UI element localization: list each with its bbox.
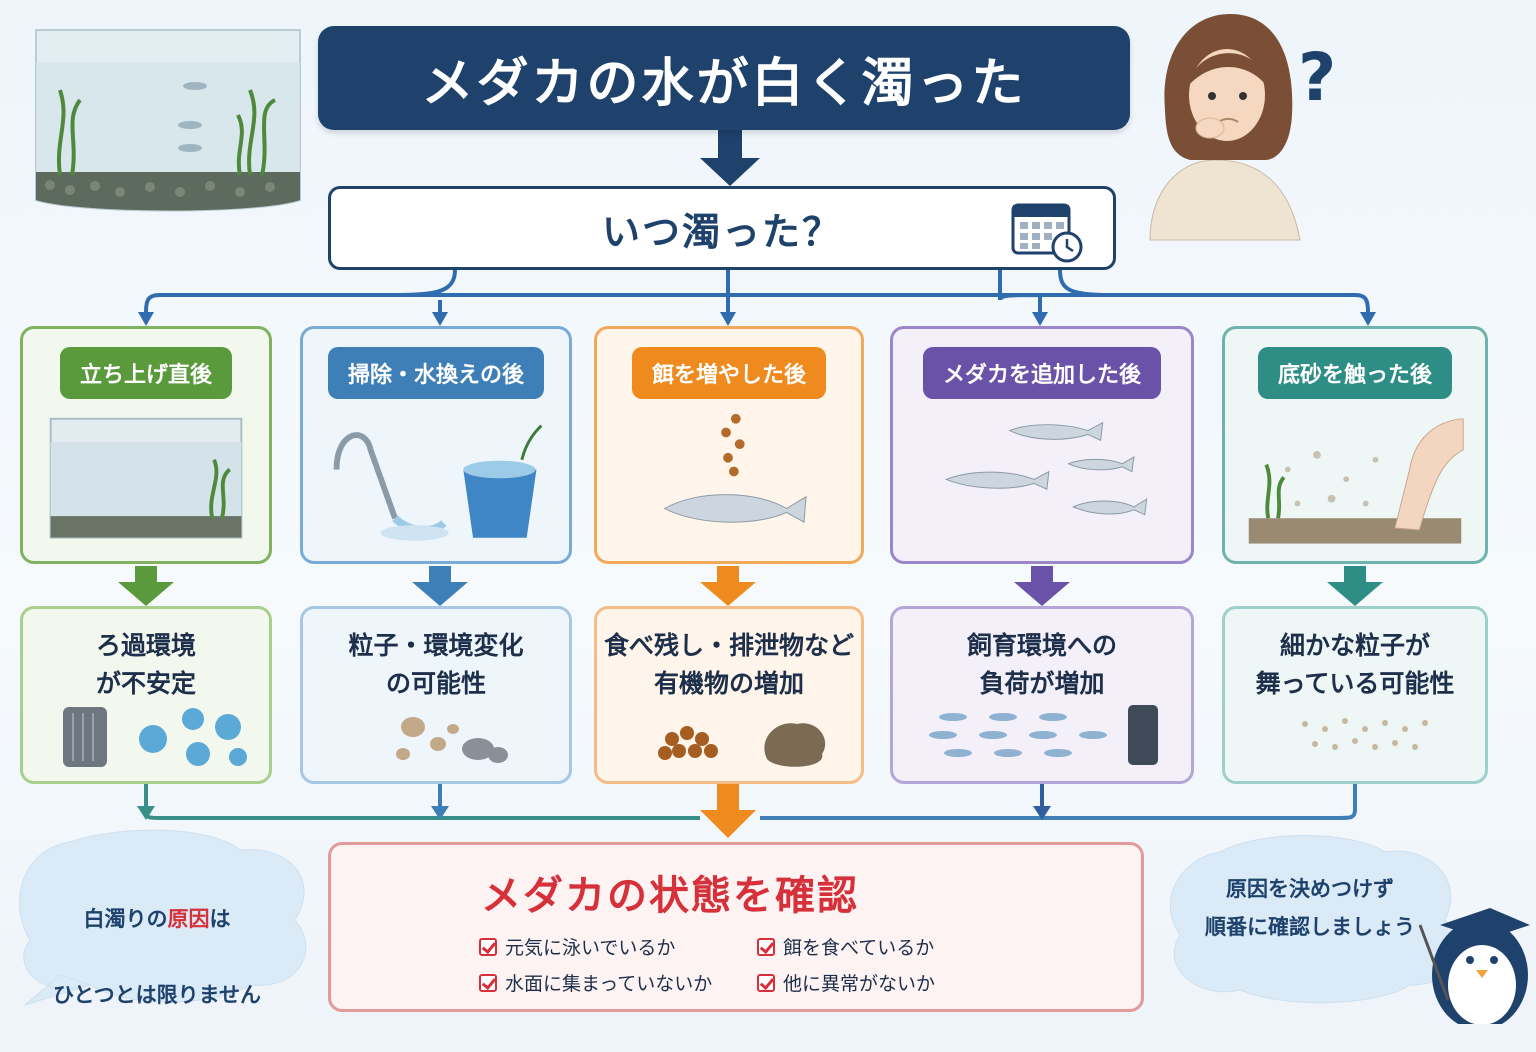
result-text: 飼育環境への 負荷が増加 [966,631,1117,698]
check-item: 餌を食べているか [757,933,934,960]
check-item-label: 餌を食べているか [783,937,935,959]
question-mark: ? [1298,39,1336,116]
timing-label: 立ち上げ直後 [59,347,233,399]
result-text: 食べ残し・排泄物など 有機物の増加 [603,631,854,698]
timing-card-substrate: 底砂を触った後 [1222,326,1488,564]
timing-label: 掃除・水換えの後 [327,347,545,399]
title-down-arrow [700,130,760,186]
left-bubble-line1: 白濁りの原因は [83,907,231,931]
result-card-add-fish: 飼育環境への 負荷が増加 [890,606,1194,784]
check-title: メダカの状態を確認 [481,873,859,919]
feed-fish-illustration [663,413,807,523]
branch-arrowheads [138,312,1376,326]
aquarium-illustration [35,29,301,212]
question-text: いつ濁った？ [601,209,842,254]
merge-arrowheads [137,784,1051,838]
filter-bacteria-icon [63,707,247,767]
timing-card-cleaning: 掃除・水換えの後 [300,326,572,564]
result-text: ろ過環境 が不安定 [95,631,196,698]
result-text: 粒子・環境変化 の可能性 [348,631,524,698]
timing-card-setup: 立ち上げ直後 [20,326,272,564]
timing-label: 底砂を触った後 [1257,347,1453,399]
card-result-arrows [118,566,1383,606]
check-item-label: 元気に泳いでいるか [505,937,676,959]
emphasis-text: 原因 [167,907,210,931]
result-card-cleaning: 粒子・環境変化 の可能性 [300,606,572,784]
connector-layer: ? [18,14,1530,1024]
result-card-setup: ろ過環境 が不安定 [20,606,272,784]
check-item-label: 他に異常がないか [783,973,936,995]
check-item-label: 水面に集まっていないか [505,973,713,995]
checkbox-icon [479,973,497,992]
crowded-tank-icon [929,705,1158,765]
left-speech-bubble [18,829,307,1006]
floating-particles-icon [1302,718,1428,750]
check-status-box: メダカの状態を確認 元気に泳いでいるか 餌を食べているか 水面に集まっていないか… [328,842,1144,1012]
leftover-food-waste-icon [658,723,826,767]
school-of-fish-illustration [944,421,1148,516]
check-item: 元気に泳いでいるか [479,933,675,960]
checkbox-icon [757,937,775,956]
question-box: いつ濁った？ [328,186,1116,270]
left-bubble-text: 白濁りの原因は ひとつとは限りません [22,862,292,1052]
check-item: 他に異常がないか [757,969,935,996]
penguin-teacher-illustration [1418,908,1530,1024]
thinking-woman-illustration: ? [1149,14,1336,241]
page-title: メダカの水が白く濁った [318,26,1130,130]
result-text: 細かな粒子が 舞っている可能性 [1255,631,1455,698]
hand-substrate-illustration [1248,418,1464,544]
timing-label: メダカを追加した後 [922,347,1162,399]
gravel-particles-icon [396,717,508,763]
new-tank-illustration [49,417,243,539]
timing-card-feeding: 餌を増やした後 [594,326,864,564]
calendar-clock-icon [1011,203,1083,263]
checkbox-icon [479,937,497,956]
result-card-feeding: 食べ残し・排泄物など 有機物の増加 [594,606,864,784]
branch-lines [144,269,1370,313]
left-bubble-line2: ひとつとは限りません [53,983,261,1007]
siphon-bucket-illustration [333,424,543,541]
checkbox-icon [757,973,775,992]
timing-card-add-fish: メダカを追加した後 [890,326,1194,564]
right-bubble-text: 原因を決めつけず 順番に確認しましょう [1205,877,1415,939]
result-card-substrate: 細かな粒子が 舞っている可能性 [1222,606,1488,784]
timing-label: 餌を増やした後 [631,347,827,399]
check-item: 水面に集まっていないか [479,969,712,996]
right-speech-bubble [1170,835,1459,1004]
